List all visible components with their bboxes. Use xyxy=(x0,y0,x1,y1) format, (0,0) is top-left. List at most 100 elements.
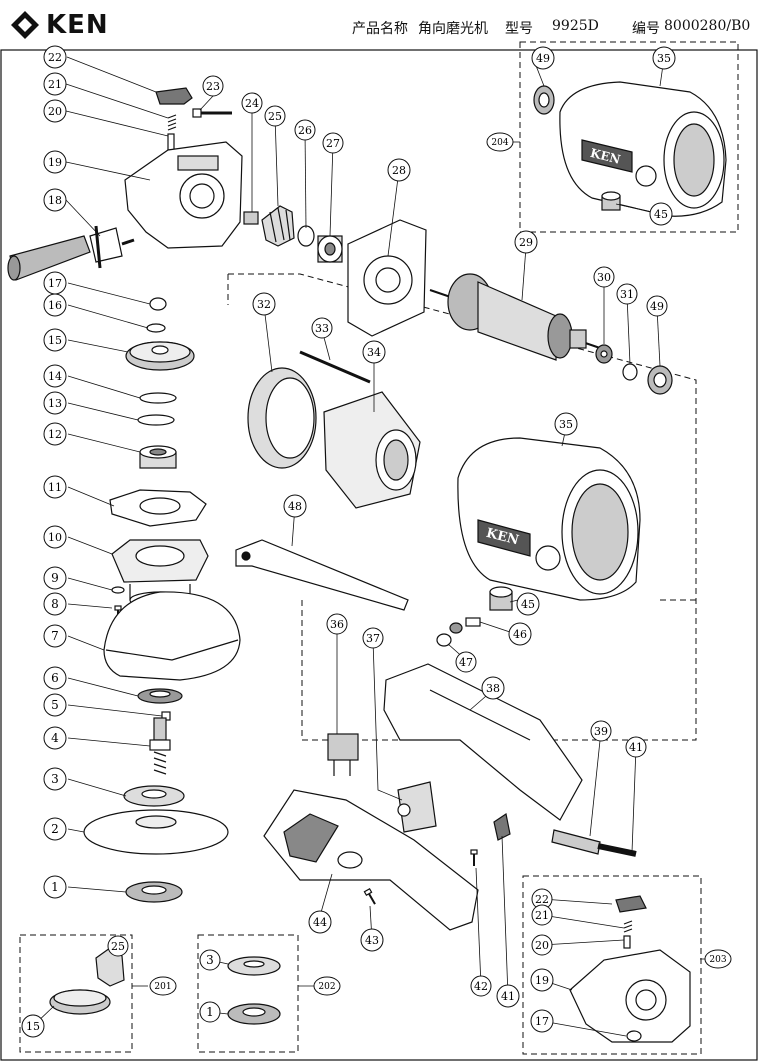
part-17-bearing xyxy=(149,297,167,311)
part-12-bearing xyxy=(139,445,177,469)
callout-14: 14 xyxy=(43,364,67,388)
callout-label: 27 xyxy=(326,137,340,150)
assembly-204-frame xyxy=(519,41,739,233)
part-46-spring xyxy=(449,622,463,634)
callout-1: 1 xyxy=(199,1001,221,1023)
callout-label: 41 xyxy=(501,990,515,1003)
part-31-ring xyxy=(622,363,638,381)
callout-label: 24 xyxy=(245,97,259,110)
callout-45: 45 xyxy=(649,202,673,226)
callout-label: 17 xyxy=(535,1015,549,1028)
callout-label: 3 xyxy=(206,953,214,967)
callout-21: 21 xyxy=(43,72,67,96)
callout-21: 21 xyxy=(531,904,553,926)
callout-label: 32 xyxy=(257,298,271,311)
callout-1: 1 xyxy=(43,875,67,899)
part-40-cable xyxy=(597,843,637,857)
callout-49: 49 xyxy=(646,295,668,317)
callout-label: 44 xyxy=(313,916,327,929)
callout-48: 48 xyxy=(283,494,307,518)
product-name: 角向磨光机 xyxy=(418,21,488,37)
callout-label: 41 xyxy=(629,741,643,754)
callout-label: 13 xyxy=(48,397,62,410)
callout-19: 19 xyxy=(530,968,554,992)
callout-46: 46 xyxy=(508,622,532,646)
callout-label: 17 xyxy=(48,277,62,290)
part-39-cord-guard xyxy=(551,829,601,855)
callout-label: 15 xyxy=(26,1020,40,1033)
part-21-spring xyxy=(167,114,177,131)
part-29-armature xyxy=(429,273,601,361)
callout-18: 18 xyxy=(43,188,67,212)
part-43-screw xyxy=(363,887,379,907)
diamond-logo-icon xyxy=(11,11,39,39)
callout-label: 25 xyxy=(268,110,282,123)
callout-label: 22 xyxy=(535,893,549,906)
part-23-screw xyxy=(192,108,232,118)
part-3-inner-flange xyxy=(123,785,185,807)
callout-label: 49 xyxy=(650,300,664,313)
assembly-tag-label: 204 xyxy=(491,138,508,148)
callout-3: 3 xyxy=(43,767,67,791)
callout-label: 29 xyxy=(519,236,533,249)
callout-label: 5 xyxy=(51,698,59,712)
callout-17: 17 xyxy=(530,1009,554,1033)
part-14-ring xyxy=(139,392,177,404)
model-label: 型号 xyxy=(505,21,533,37)
part-4-spindle xyxy=(149,717,171,775)
callout-11: 11 xyxy=(43,475,67,499)
callout-label: 36 xyxy=(330,618,344,631)
callout-label: 43 xyxy=(365,934,379,947)
part-45-brush-holder xyxy=(489,586,513,611)
callout-label: 35 xyxy=(657,52,671,65)
callout-27: 27 xyxy=(322,132,344,154)
callout-17: 17 xyxy=(43,271,67,295)
callout-5: 5 xyxy=(43,693,67,717)
callout-20: 20 xyxy=(43,99,67,123)
part-34-stator xyxy=(323,391,421,509)
callout-41: 41 xyxy=(625,736,647,758)
callout-label: 46 xyxy=(513,628,527,641)
callout-label: 10 xyxy=(48,531,62,544)
callout-label: 28 xyxy=(392,164,406,177)
part-25-pinion xyxy=(261,205,295,247)
callout-10: 10 xyxy=(43,525,67,549)
callout-label: 39 xyxy=(594,725,608,738)
callout-label: 11 xyxy=(48,481,62,494)
part-9-washer xyxy=(111,586,125,594)
callout-22: 22 xyxy=(531,888,553,910)
callout-9: 9 xyxy=(43,566,67,590)
handle-group-frame xyxy=(301,600,697,741)
part-21-spring-203 xyxy=(623,920,633,933)
callout-label: 6 xyxy=(51,671,59,685)
callout-label: 31 xyxy=(620,288,634,301)
callout-label: 14 xyxy=(48,370,62,383)
part-44-handle xyxy=(263,789,479,931)
part-15-bevel-gear xyxy=(125,341,195,371)
code-value: 8000280/B0 xyxy=(664,18,751,34)
callout-15: 15 xyxy=(21,1014,45,1038)
callout-43: 43 xyxy=(360,928,384,952)
callout-28: 28 xyxy=(387,158,411,182)
part-17-bearing-203 xyxy=(626,1030,642,1042)
callout-41: 41 xyxy=(496,984,520,1008)
callout-3: 3 xyxy=(199,949,221,971)
callout-label: 1 xyxy=(206,1005,214,1019)
part-13-ring xyxy=(137,414,175,426)
part-22-cap-203 xyxy=(615,895,647,913)
callout-label: 25 xyxy=(111,940,125,953)
part-36-capacitor xyxy=(327,733,359,776)
callout-32: 32 xyxy=(252,292,276,316)
callout-35: 35 xyxy=(554,412,578,436)
callout-20: 20 xyxy=(531,934,553,956)
callout-label: 21 xyxy=(535,909,549,922)
callout-26: 26 xyxy=(294,119,316,141)
part-41-cord-clamp xyxy=(493,813,511,841)
callout-38: 38 xyxy=(481,676,505,700)
code-label: 编号 xyxy=(632,21,660,37)
callout-label: 19 xyxy=(48,156,62,169)
assembly-tag-203: 203 xyxy=(704,949,732,969)
callout-2: 2 xyxy=(43,817,67,841)
callout-label: 34 xyxy=(367,346,381,359)
part-49-bearing-204 xyxy=(533,85,555,115)
